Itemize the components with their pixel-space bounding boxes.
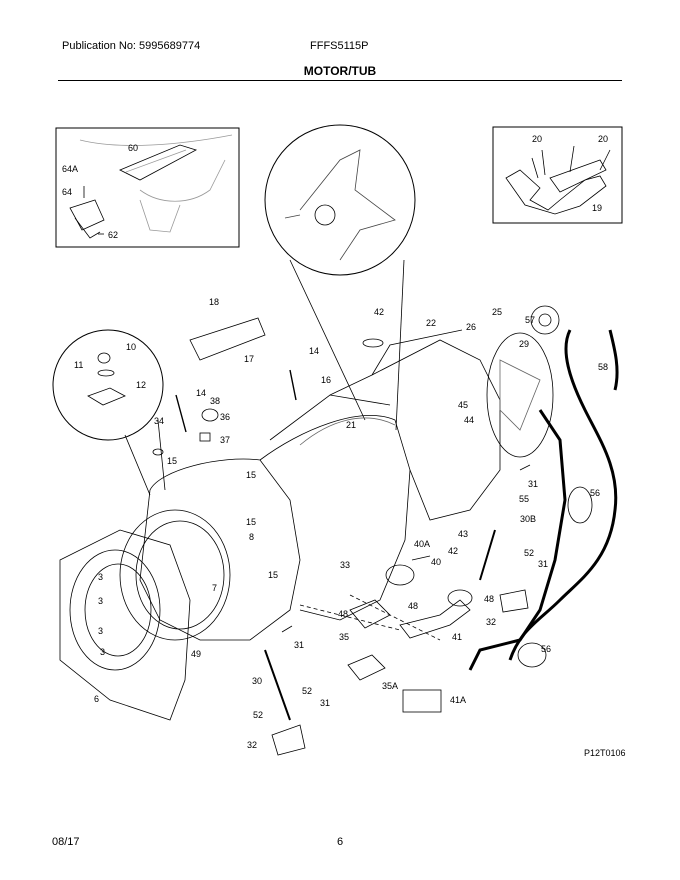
part-label: 15: [246, 517, 256, 527]
part-label: 31: [294, 640, 304, 650]
part-label: 3: [98, 572, 103, 582]
part-label: 40A: [414, 539, 430, 549]
part-label: 6: [94, 694, 99, 704]
tub-assembly: [139, 329, 554, 641]
publication-number: Publication No: 5995689774: [62, 40, 201, 52]
drain-hose: [468, 329, 619, 671]
part-label: 30B: [520, 514, 536, 524]
part-label: 64A: [62, 164, 78, 174]
part-label: 43: [458, 529, 468, 539]
part-label: 15: [268, 570, 278, 580]
figure-id: P12T0106: [584, 748, 626, 758]
part-label: 52: [253, 710, 263, 720]
part-label: 25: [492, 307, 502, 317]
part-label: 42: [374, 307, 384, 317]
part-label: 34: [154, 416, 164, 426]
part-label: 49: [191, 649, 201, 659]
header-rule: [58, 80, 622, 81]
part-label: 10: [126, 342, 136, 352]
part-label: 45: [458, 400, 468, 410]
part-label: 48: [484, 594, 494, 604]
magnifier-spider: [264, 124, 416, 431]
part-label: 3: [100, 647, 105, 657]
part-label: 58: [598, 362, 608, 372]
model-number: FFFS5115P: [310, 40, 369, 52]
part-label: 60: [128, 143, 138, 153]
part-label: 41A: [450, 695, 466, 705]
front-frame: [59, 509, 231, 721]
part-label: 11: [74, 360, 83, 370]
part-label: 15: [246, 470, 256, 480]
part-label: 44: [464, 415, 474, 425]
part-label: 56: [590, 488, 600, 498]
part-label: 14: [309, 346, 319, 356]
part-label: 3: [98, 596, 103, 606]
part-label: 21: [346, 420, 356, 430]
inset-top-left: [55, 127, 240, 248]
part-label: 40: [431, 557, 441, 567]
part-label: 20: [598, 134, 608, 144]
part-label: 14: [196, 388, 206, 398]
part-label: 30: [252, 676, 262, 686]
part-label: 33: [340, 560, 350, 570]
part-label: 26: [466, 322, 476, 332]
part-label: 52: [302, 686, 312, 696]
part-label: 3: [98, 626, 103, 636]
part-label: 16: [321, 375, 331, 385]
part-label: 48: [408, 601, 418, 611]
part-label: 29: [519, 339, 529, 349]
part-label: 62: [108, 230, 118, 240]
part-label: 15: [167, 456, 177, 466]
part-label: 56: [541, 644, 551, 654]
part-label: 52: [524, 548, 534, 558]
footer-date: 08/17: [52, 836, 80, 848]
part-label: 55: [519, 494, 529, 504]
part-label: 19: [592, 203, 602, 213]
part-label: 7: [212, 583, 217, 593]
part-label: 32: [247, 740, 257, 750]
section-title: MOTOR/TUB: [303, 64, 377, 78]
part-label: 31: [528, 479, 538, 489]
part-label: 17: [244, 354, 254, 364]
part-label: 22: [426, 318, 436, 328]
part-label: 12: [136, 380, 146, 390]
part-label: 18: [209, 297, 219, 307]
part-label: 31: [538, 559, 548, 569]
part-label: 20: [532, 134, 542, 144]
part-label: 38: [210, 396, 220, 406]
part-label: 35A: [382, 681, 398, 691]
part-label: 8: [249, 532, 254, 542]
part-label: 37: [220, 435, 230, 445]
footer-page-number: 6: [337, 836, 344, 848]
lower-small-parts: [152, 305, 560, 756]
part-label: 64: [62, 187, 72, 197]
part-label: 48: [338, 609, 348, 619]
part-label: 32: [486, 617, 496, 627]
magnifier-bearing: [52, 329, 166, 496]
part-label: 31: [320, 698, 330, 708]
part-label: 41: [452, 632, 462, 642]
part-label: 42: [448, 546, 458, 556]
part-label: 36: [220, 412, 230, 422]
part-label: 57: [525, 315, 535, 325]
inset-top-right: [492, 126, 623, 224]
part-label: 35: [339, 632, 349, 642]
